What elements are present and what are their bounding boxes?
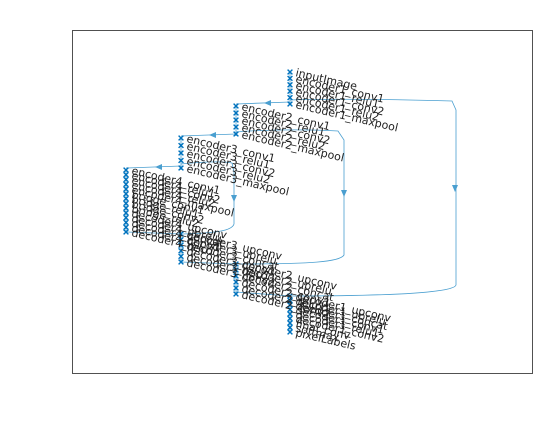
- node-marker: [233, 267, 239, 273]
- node-marker: [287, 88, 293, 95]
- node-marker: [233, 291, 239, 297]
- node-marker: [287, 306, 293, 313]
- node-marker: [233, 285, 239, 291]
- edge-bottom-to-decoder4: [125, 231, 182, 235]
- node-marker: [233, 279, 239, 285]
- node-marker: [287, 69, 293, 75]
- edge-decoder4-to-decoder3: [180, 261, 237, 265]
- node-marker: [123, 214, 129, 221]
- node-marker: [178, 135, 184, 141]
- node-marker: [287, 75, 293, 82]
- node-marker: [287, 94, 293, 101]
- edge-skip-level3: [180, 161, 235, 235]
- edge-decoder3-to-decoder2: [235, 291, 291, 297]
- node-marker: [123, 229, 129, 235]
- node-marker: [178, 142, 184, 149]
- arrowhead: [231, 195, 237, 202]
- node-marker: [233, 261, 239, 267]
- node-marker: [123, 171, 129, 178]
- arrowhead: [452, 185, 458, 192]
- node-marker: [178, 165, 184, 171]
- node-marker: [123, 224, 129, 231]
- arrowhead: [264, 100, 271, 106]
- arrowhead: [155, 164, 162, 170]
- edge-skip-level2: [235, 129, 345, 265]
- node-marker: [178, 150, 184, 156]
- node-markers: [123, 69, 293, 335]
- node-marker: [287, 293, 293, 299]
- node-marker: [178, 157, 184, 164]
- node-marker: [233, 110, 239, 116]
- node-marker: [178, 253, 184, 260]
- node-marker: [123, 195, 129, 202]
- node-marker: [123, 181, 129, 188]
- node-marker: [178, 242, 184, 249]
- graph-edges: [125, 72, 457, 332]
- node-marker: [287, 329, 293, 335]
- node-marker: [287, 297, 293, 304]
- node-marker: [287, 320, 293, 326]
- node-marker: [287, 324, 293, 331]
- node-marker: [123, 200, 129, 207]
- node-marker: [287, 302, 293, 308]
- node-marker: [233, 103, 239, 109]
- node-marker: [178, 231, 184, 237]
- node-marker: [123, 210, 129, 216]
- edge-level3-to-bottom: [125, 165, 182, 169]
- arrowhead: [341, 190, 347, 197]
- node-marker: [178, 259, 184, 265]
- node-marker: [178, 247, 184, 254]
- node-marker: [287, 315, 293, 322]
- arrowhead: [209, 132, 216, 138]
- node-marker: [123, 190, 129, 197]
- node-marker: [233, 117, 239, 123]
- node-marker: [287, 311, 293, 317]
- node-marker: [123, 219, 129, 226]
- node-marker: [233, 124, 239, 130]
- node-marker: [178, 236, 184, 243]
- node-marker: [287, 101, 293, 107]
- node-marker: [123, 186, 129, 192]
- edge-level1-to-level2: [235, 101, 291, 105]
- node-marker: [123, 167, 129, 173]
- edge-arrowheads: [155, 100, 458, 202]
- node-marker: [123, 176, 129, 183]
- node-marker: [123, 205, 129, 212]
- edge-level2-to-level3: [180, 133, 237, 137]
- node-marker: [233, 131, 239, 137]
- node-marker: [287, 81, 293, 88]
- node-marker: [233, 273, 239, 279]
- edge-skip-level1: [289, 98, 457, 297]
